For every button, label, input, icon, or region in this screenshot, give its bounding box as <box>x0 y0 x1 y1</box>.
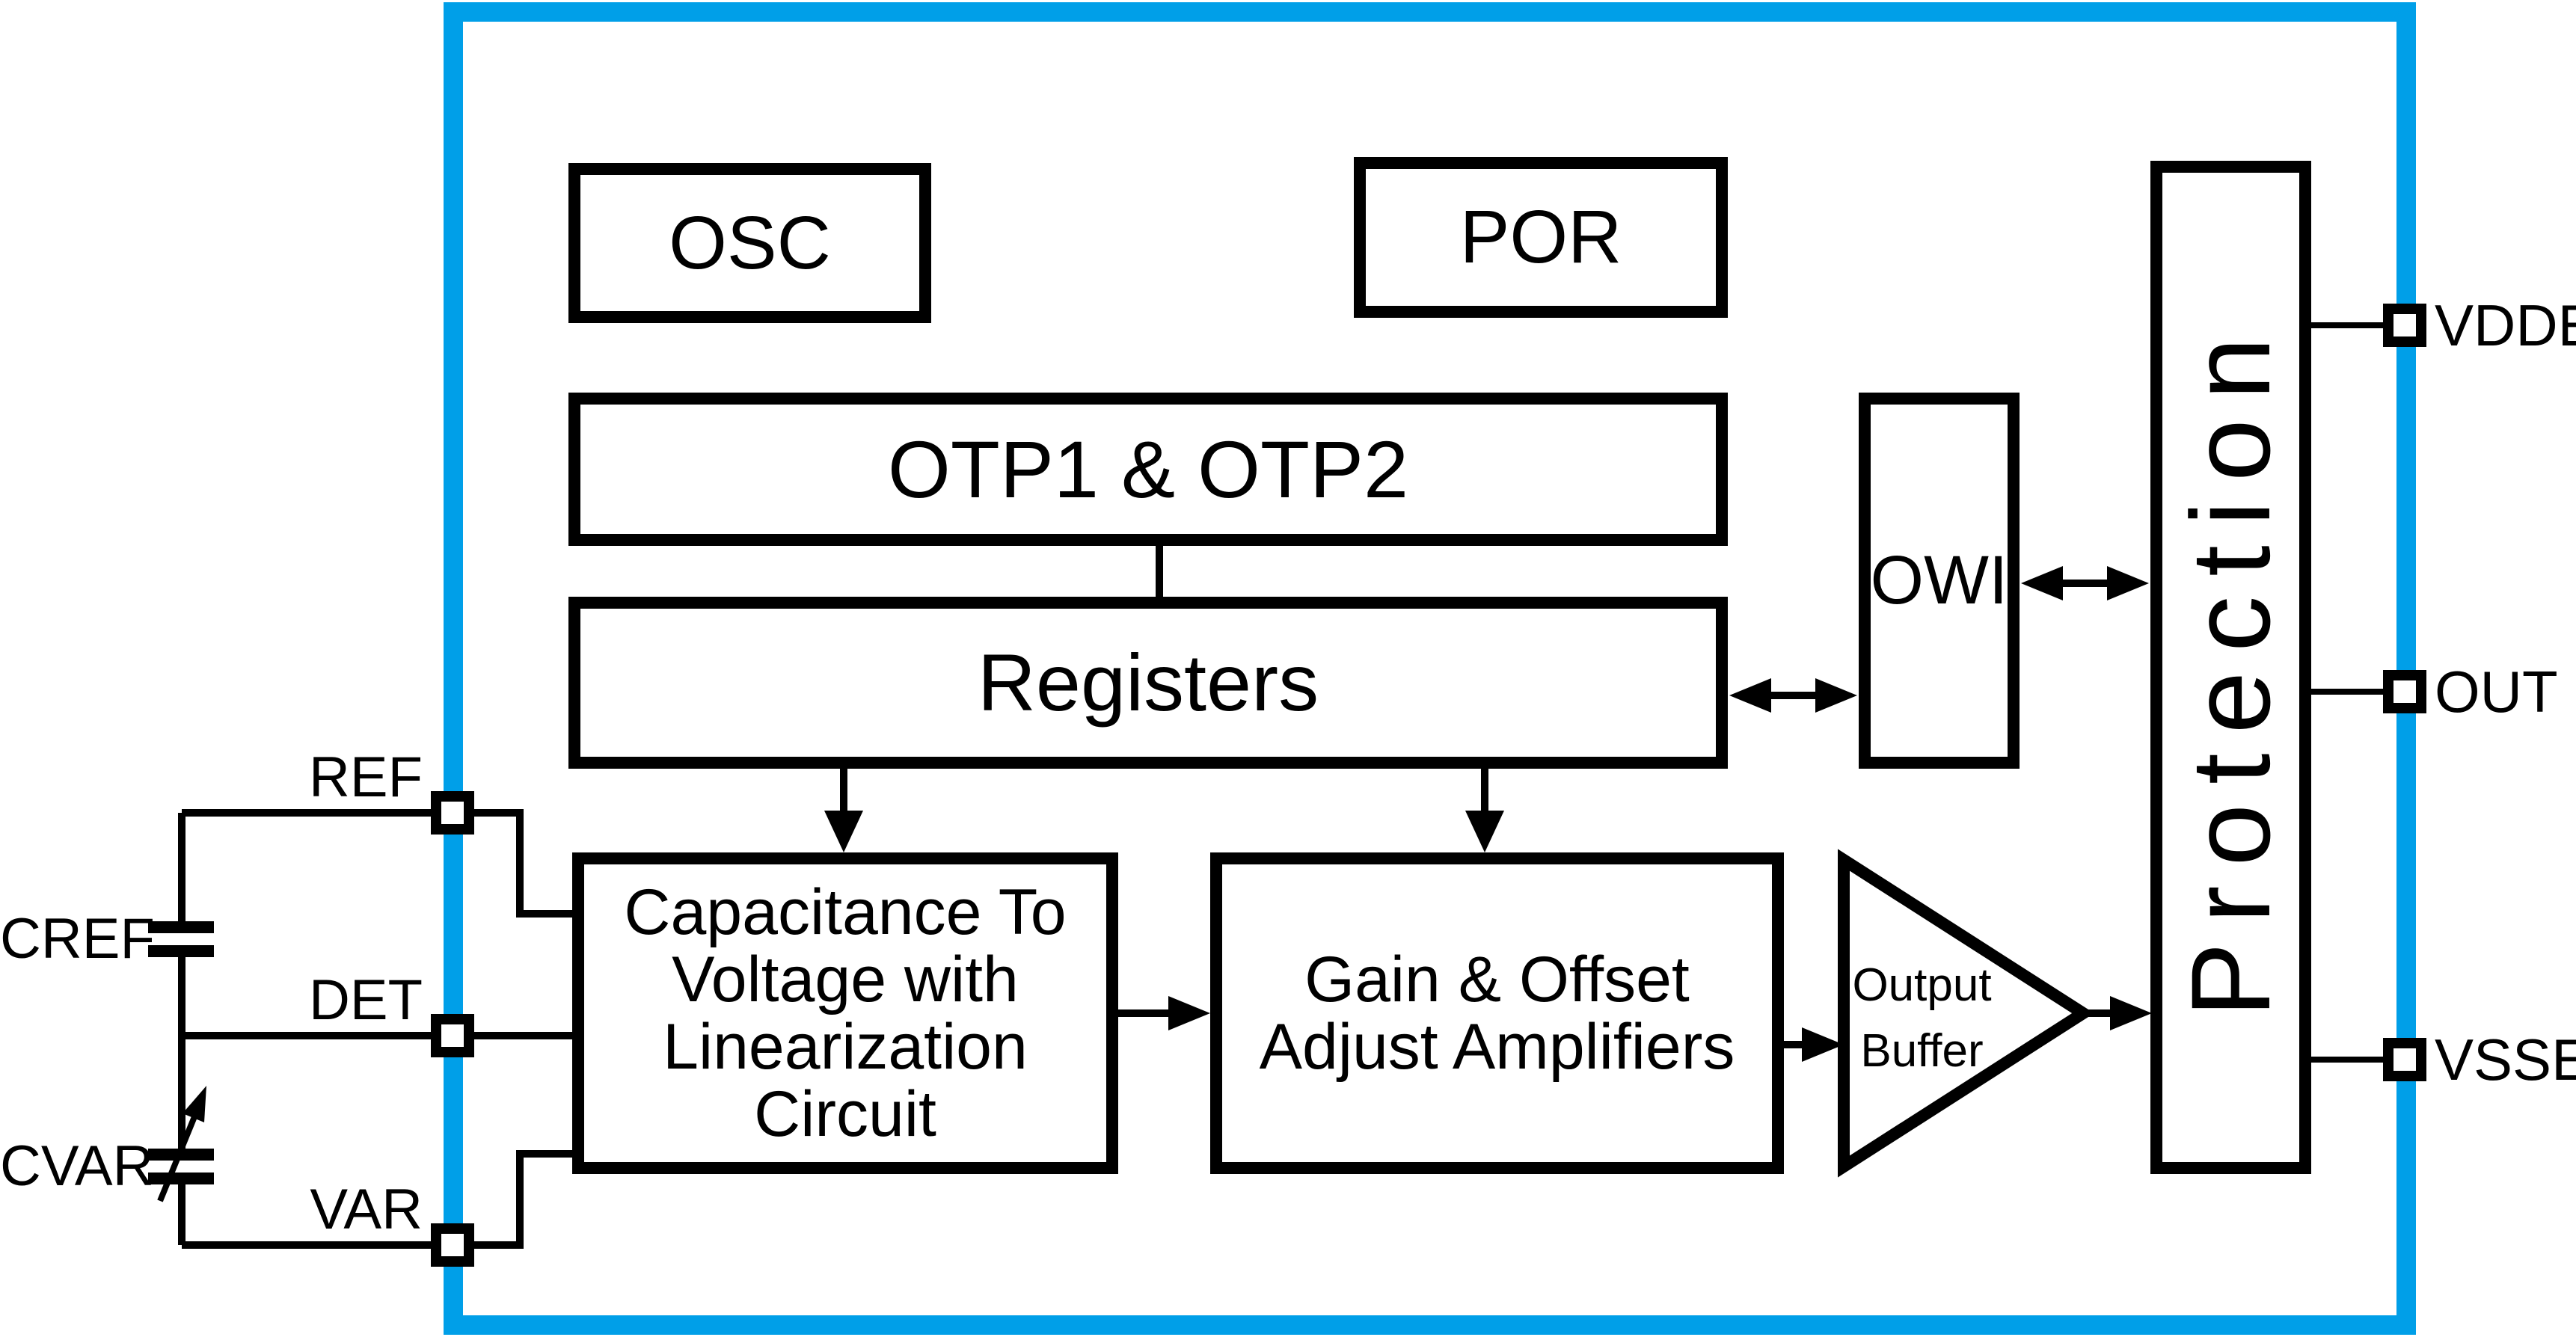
wire-ref <box>182 809 572 918</box>
block-otp-label: OTP1 & OTP2 <box>887 423 1409 514</box>
arrow-cap-to-gain <box>1118 996 1210 1030</box>
pin-vdde-pad <box>2383 304 2426 347</box>
pin-ref-pad <box>431 791 474 835</box>
pin-var-label: VAR <box>310 1178 423 1241</box>
cref-capacitor <box>148 921 214 957</box>
arrow-registers-to-captovoltage <box>824 769 863 852</box>
wire-var <box>182 1150 572 1249</box>
package-border <box>444 2 2416 1335</box>
arrow-buffer-to-protection <box>2083 996 2152 1030</box>
block-registers-label: Registers <box>977 637 1319 728</box>
block-gain-line1: Gain & Offset <box>1304 944 1690 1015</box>
block-por-label: POR <box>1459 195 1622 279</box>
block-por: POR <box>1354 157 1728 318</box>
arrow-owi-protection <box>2021 566 2149 600</box>
block-osc-label: OSC <box>669 200 831 285</box>
pin-vsse-label: VSSE <box>2435 1027 2576 1092</box>
pin-vdde-label: VDDE <box>2435 292 2576 358</box>
pin-det-label: DET <box>309 968 423 1032</box>
pin-ref-label: REF <box>309 746 423 809</box>
arrow-registers-to-gain <box>1465 769 1504 852</box>
output-buffer-line2: Buffer <box>1860 1025 1984 1077</box>
output-buffer-triangle <box>1838 849 2094 1178</box>
output-buffer-line1: Output <box>1852 959 1992 1011</box>
pin-var-pad <box>431 1223 474 1267</box>
block-gain-offset: Gain & Offset Adjust Amplifiers <box>1210 852 1784 1174</box>
pin-out-pad <box>2383 670 2426 713</box>
block-osc: OSC <box>568 163 931 323</box>
block-protection: Protection <box>2150 161 2311 1174</box>
block-owi: OWI <box>1859 393 2020 769</box>
arrow-gain-to-buffer <box>1784 1027 1844 1062</box>
block-gain-line2: Adjust Amplifiers <box>1259 1011 1735 1083</box>
block-otp: OTP1 & OTP2 <box>568 393 1728 546</box>
output-buffer-label: Output Buffer <box>1841 951 2002 1086</box>
block-cap-line3: Linearization Circuit <box>663 1011 1028 1150</box>
pin-det-pad <box>431 1014 474 1057</box>
cvar-label: CVAR <box>0 1134 154 1198</box>
cref-label: CREF <box>0 907 155 971</box>
block-cap-line2: Voltage with <box>672 944 1019 1015</box>
block-cap-line1: Capacitance To <box>624 876 1067 948</box>
pin-vsse-pad <box>2383 1038 2426 1081</box>
block-cap-to-voltage: Capacitance To Voltage with Linearizatio… <box>572 852 1118 1174</box>
arrow-registers-owi <box>1729 678 1857 713</box>
block-registers: Registers <box>568 597 1728 769</box>
block-protection-label: Protection <box>2167 317 2293 1018</box>
cvar-capacitor <box>148 1086 214 1202</box>
pin-out-label: OUT <box>2435 659 2558 725</box>
block-owi-label: OWI <box>1870 542 2008 619</box>
